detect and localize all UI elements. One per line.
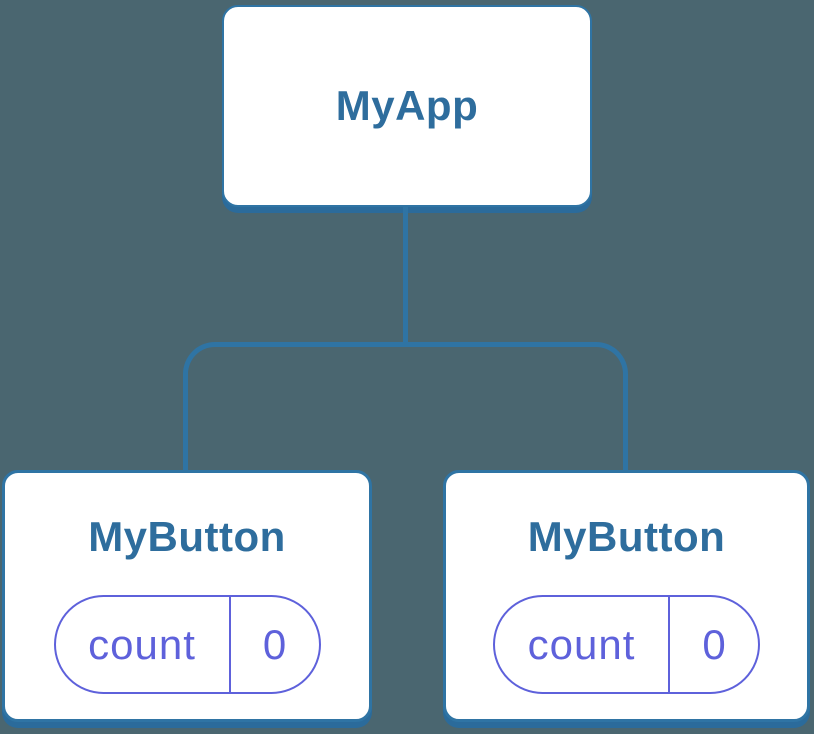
state-pill-1: count 0	[53, 595, 321, 694]
connector-stem	[403, 205, 408, 347]
component-label-myapp: MyApp	[335, 82, 479, 129]
state-pill-2: count 0	[493, 595, 760, 694]
connector-branch	[183, 342, 628, 470]
state-value-1: 0	[228, 597, 319, 692]
component-node-mybutton-1: MyButton count 0	[2, 470, 372, 722]
state-value-2: 0	[668, 597, 758, 692]
component-label-mybutton-1: MyButton	[88, 513, 286, 560]
state-key-2: count	[527, 620, 636, 668]
component-node-myapp: MyApp	[222, 5, 592, 207]
component-label-mybutton-2: MyButton	[527, 513, 726, 560]
component-node-mybutton-2: MyButton count 0	[443, 470, 810, 722]
state-key-1: count	[88, 620, 196, 668]
